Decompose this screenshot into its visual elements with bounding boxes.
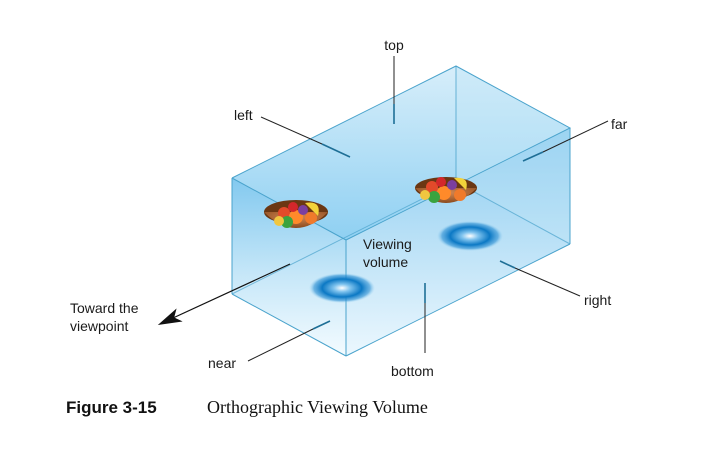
- caption-number: Figure 3-15: [66, 398, 157, 417]
- plane-indicator-ticks: [312, 104, 544, 330]
- top-face: [232, 66, 570, 240]
- label-bottom: bottom: [391, 363, 434, 379]
- leader-lines: [247, 56, 609, 362]
- label-toward-line2: viewpoint: [70, 318, 128, 334]
- label-right: right: [584, 292, 611, 308]
- shadow-far: [437, 221, 503, 251]
- fruit-bowl-near: [264, 200, 328, 228]
- label-top: top: [384, 37, 404, 53]
- label-volume: volume: [363, 254, 408, 270]
- figure-caption: Figure 3-15 Orthographic Viewing Volume: [66, 397, 428, 417]
- label-left: left: [234, 107, 253, 123]
- far-face: [456, 66, 570, 244]
- label-viewing: Viewing: [363, 236, 412, 252]
- near-face: [232, 178, 346, 356]
- fruit-bowl-far: [415, 177, 477, 203]
- viewpoint-arrow: [157, 263, 291, 326]
- label-toward-line1: Toward the: [70, 300, 139, 316]
- label-far: far: [611, 116, 628, 132]
- caption-title: Orthographic Viewing Volume: [207, 397, 428, 417]
- label-near: near: [208, 355, 236, 371]
- back-edges: [231, 66, 571, 295]
- shadow-near: [309, 273, 375, 303]
